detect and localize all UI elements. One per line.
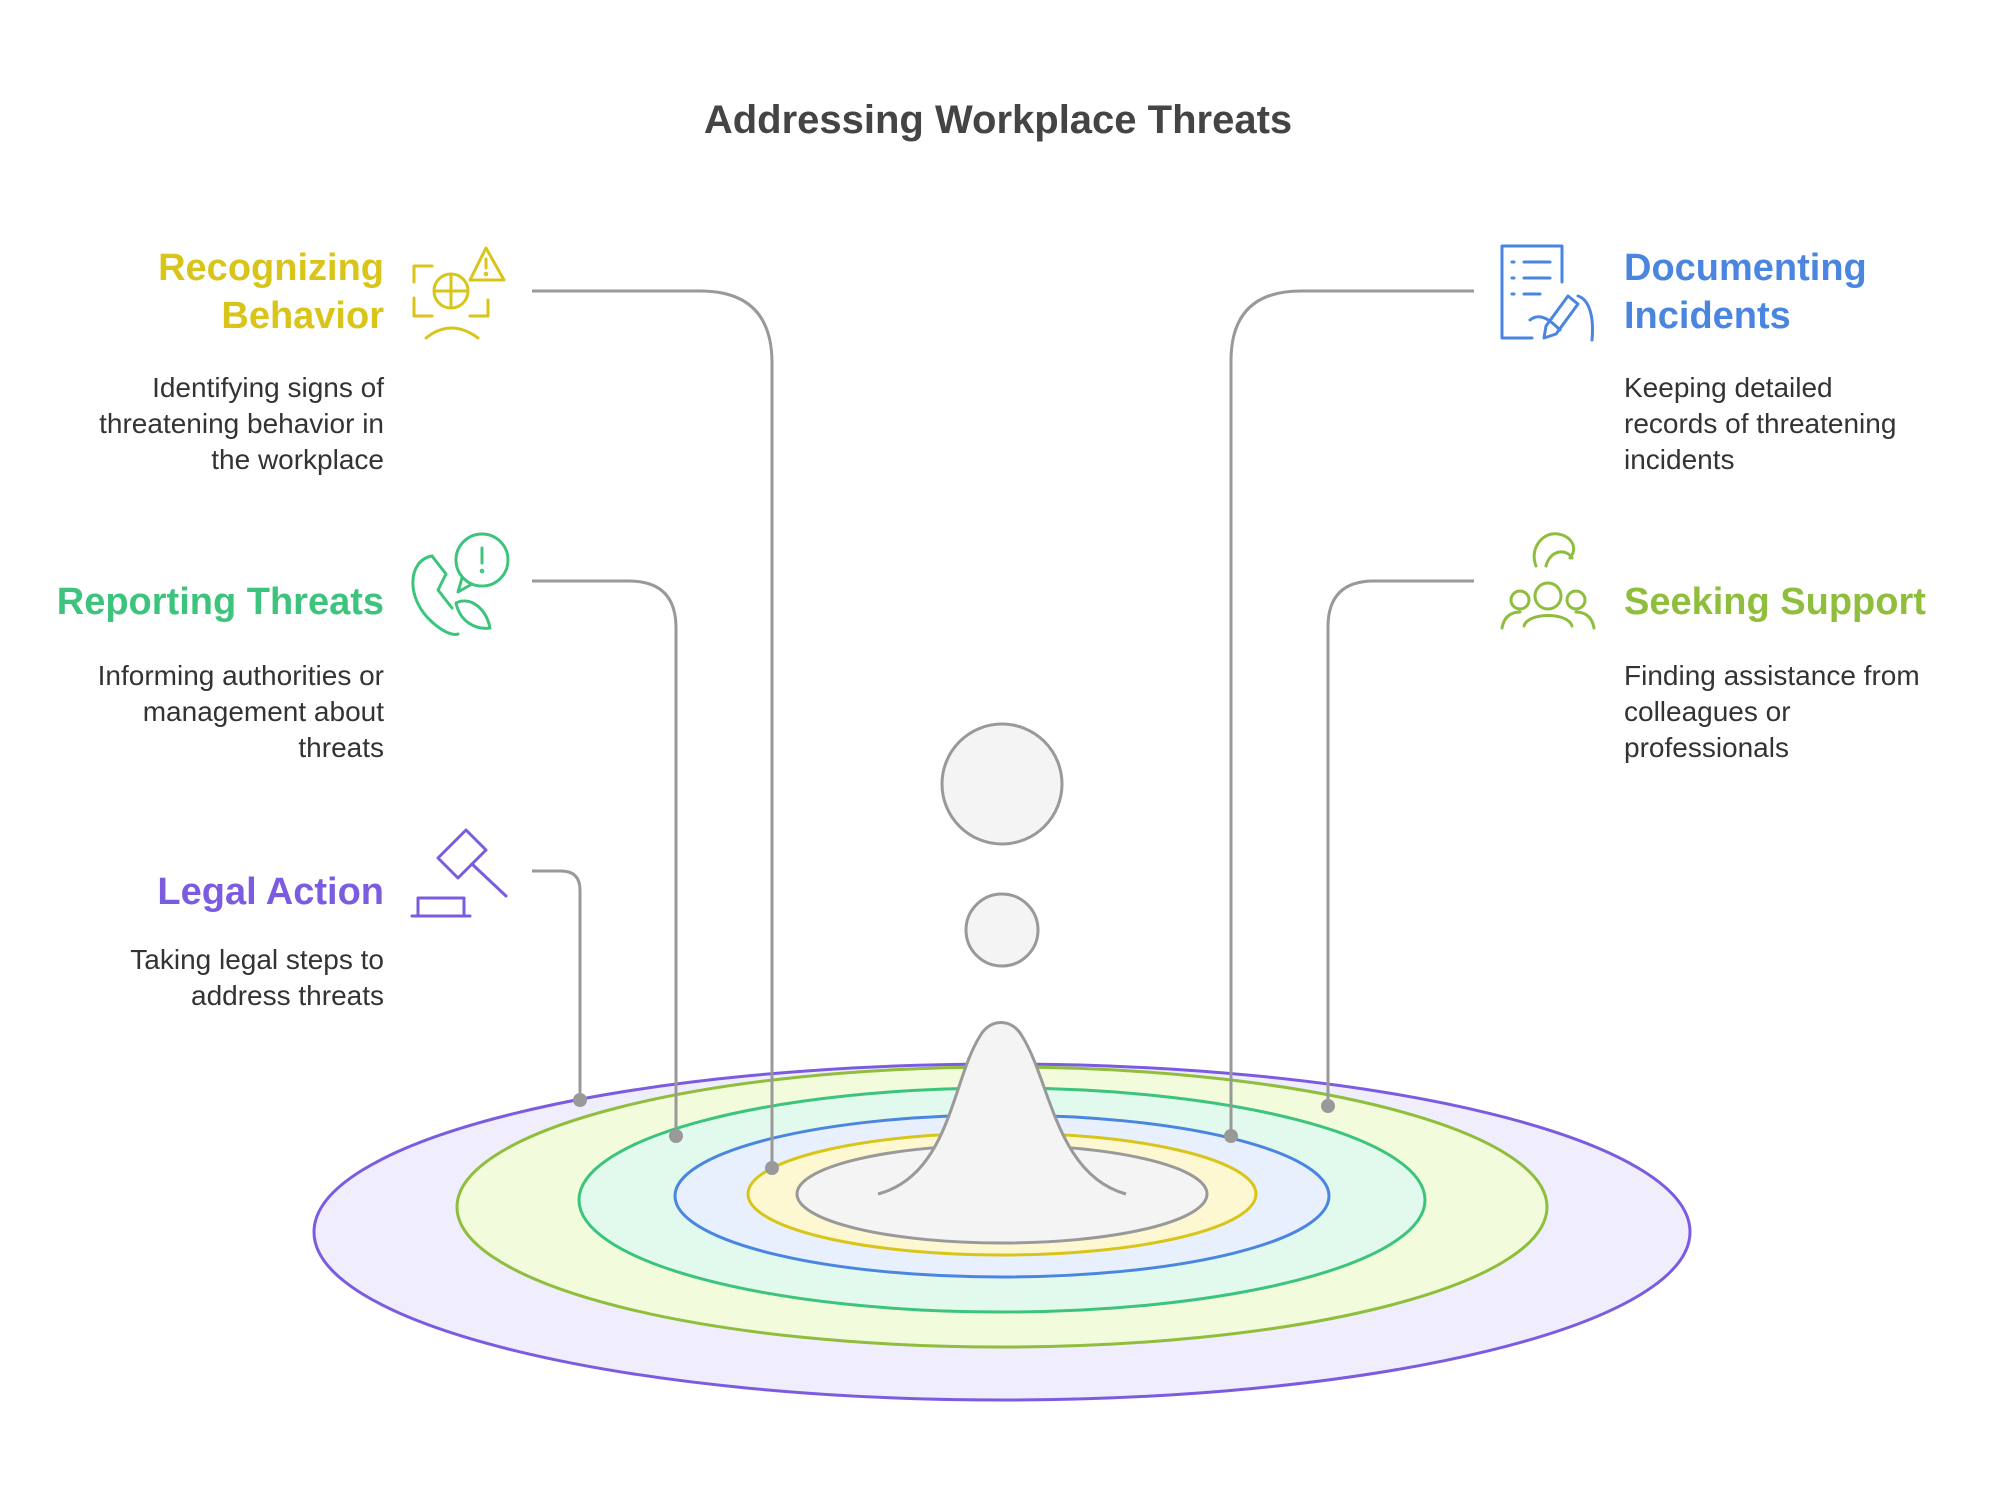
support-description: Finding assistance from colleagues or pr… [1624, 658, 1920, 766]
connector-support [1326, 579, 1474, 1106]
face-scan-warning-icon [412, 246, 506, 340]
legal-desc-line2: address threats [191, 980, 384, 1011]
recognizing-desc-line3: the workplace [211, 444, 384, 475]
connector-dot-reporting [669, 1129, 683, 1143]
legal-desc-line1: Taking legal steps to [130, 944, 384, 975]
support-heading-line1: Seeking Support [1624, 581, 1926, 623]
legal-heading-line1: Legal Action [157, 871, 384, 913]
support-desc-line2: colleagues or [1624, 696, 1791, 727]
connector-legal [532, 869, 582, 1100]
reporting-heading-line1: Reporting Threats [56, 581, 384, 623]
documenting-heading: Documenting Incidents [1624, 244, 1867, 340]
reporting-desc-line3: threats [298, 732, 384, 763]
connector-dot-support [1321, 1099, 1335, 1113]
legal-heading: Legal Action [157, 868, 384, 916]
gavel-icon [410, 828, 508, 918]
recognizing-heading-line1: Recognizing [158, 247, 384, 289]
group-support-icon [1500, 532, 1596, 630]
recognizing-heading: Recognizing Behavior [158, 244, 384, 340]
recognizing-desc-line2: threatening behavior in [99, 408, 384, 439]
splash-peak [877, 1021, 1127, 1196]
connector-documenting [1229, 289, 1474, 1136]
documenting-heading-line2: Incidents [1624, 295, 1791, 337]
documenting-desc-line3: incidents [1624, 444, 1735, 475]
reporting-desc-line2: management about [142, 696, 384, 727]
connector-dot-recognizing [765, 1161, 779, 1175]
reporting-description: Informing authorities or management abou… [98, 658, 384, 766]
connector-reporting [532, 579, 678, 1136]
support-desc-line3: professionals [1624, 732, 1789, 763]
support-desc-line1: Finding assistance from [1624, 660, 1920, 691]
recognizing-heading-line2: Behavior [221, 295, 384, 337]
phone-alert-icon [411, 532, 510, 636]
documenting-heading-line1: Documenting [1624, 247, 1867, 289]
connector-dot-legal [573, 1093, 587, 1107]
connector-recognizing [532, 289, 774, 1168]
recognizing-description: Identifying signs of threatening behavio… [99, 370, 384, 478]
recognizing-desc-line1: Identifying signs of [152, 372, 384, 403]
reporting-heading: Reporting Threats [57, 578, 384, 626]
support-heading: Seeking Support [1624, 578, 1926, 626]
documenting-desc-line2: records of threatening [1624, 408, 1897, 439]
reporting-desc-line1: Informing authorities or [97, 660, 384, 691]
document-pen-icon [1500, 244, 1594, 342]
droplet-large [940, 722, 1064, 846]
documenting-description: Keeping detailed records of threatening … [1624, 370, 1896, 478]
droplet-small [964, 892, 1040, 968]
legal-description: Taking legal steps to address threats [130, 942, 384, 1014]
documenting-desc-line1: Keeping detailed [1624, 372, 1833, 403]
connector-dot-documenting [1224, 1129, 1238, 1143]
page-title: Addressing Workplace Threats [703, 98, 1293, 142]
